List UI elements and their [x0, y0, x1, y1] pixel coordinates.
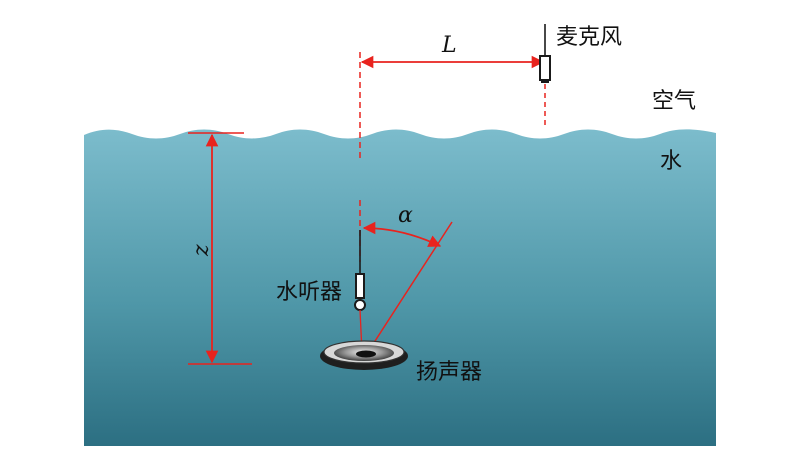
air-label: 空气: [652, 89, 696, 114]
water-label: 水: [660, 149, 682, 174]
hydrophone-label: 水听器: [276, 280, 342, 305]
microphone-label: 麦克风: [556, 25, 622, 50]
microphone-icon: [539, 24, 551, 83]
speaker-icon: [320, 340, 408, 370]
water-body: [84, 129, 716, 447]
depth-z-label: z: [189, 244, 214, 257]
angle-alpha-label: α: [398, 203, 413, 228]
speaker-label: 扬声器: [416, 360, 482, 385]
distance-L-label: L: [441, 33, 457, 58]
angle-alpha-arc: [362, 221, 442, 247]
